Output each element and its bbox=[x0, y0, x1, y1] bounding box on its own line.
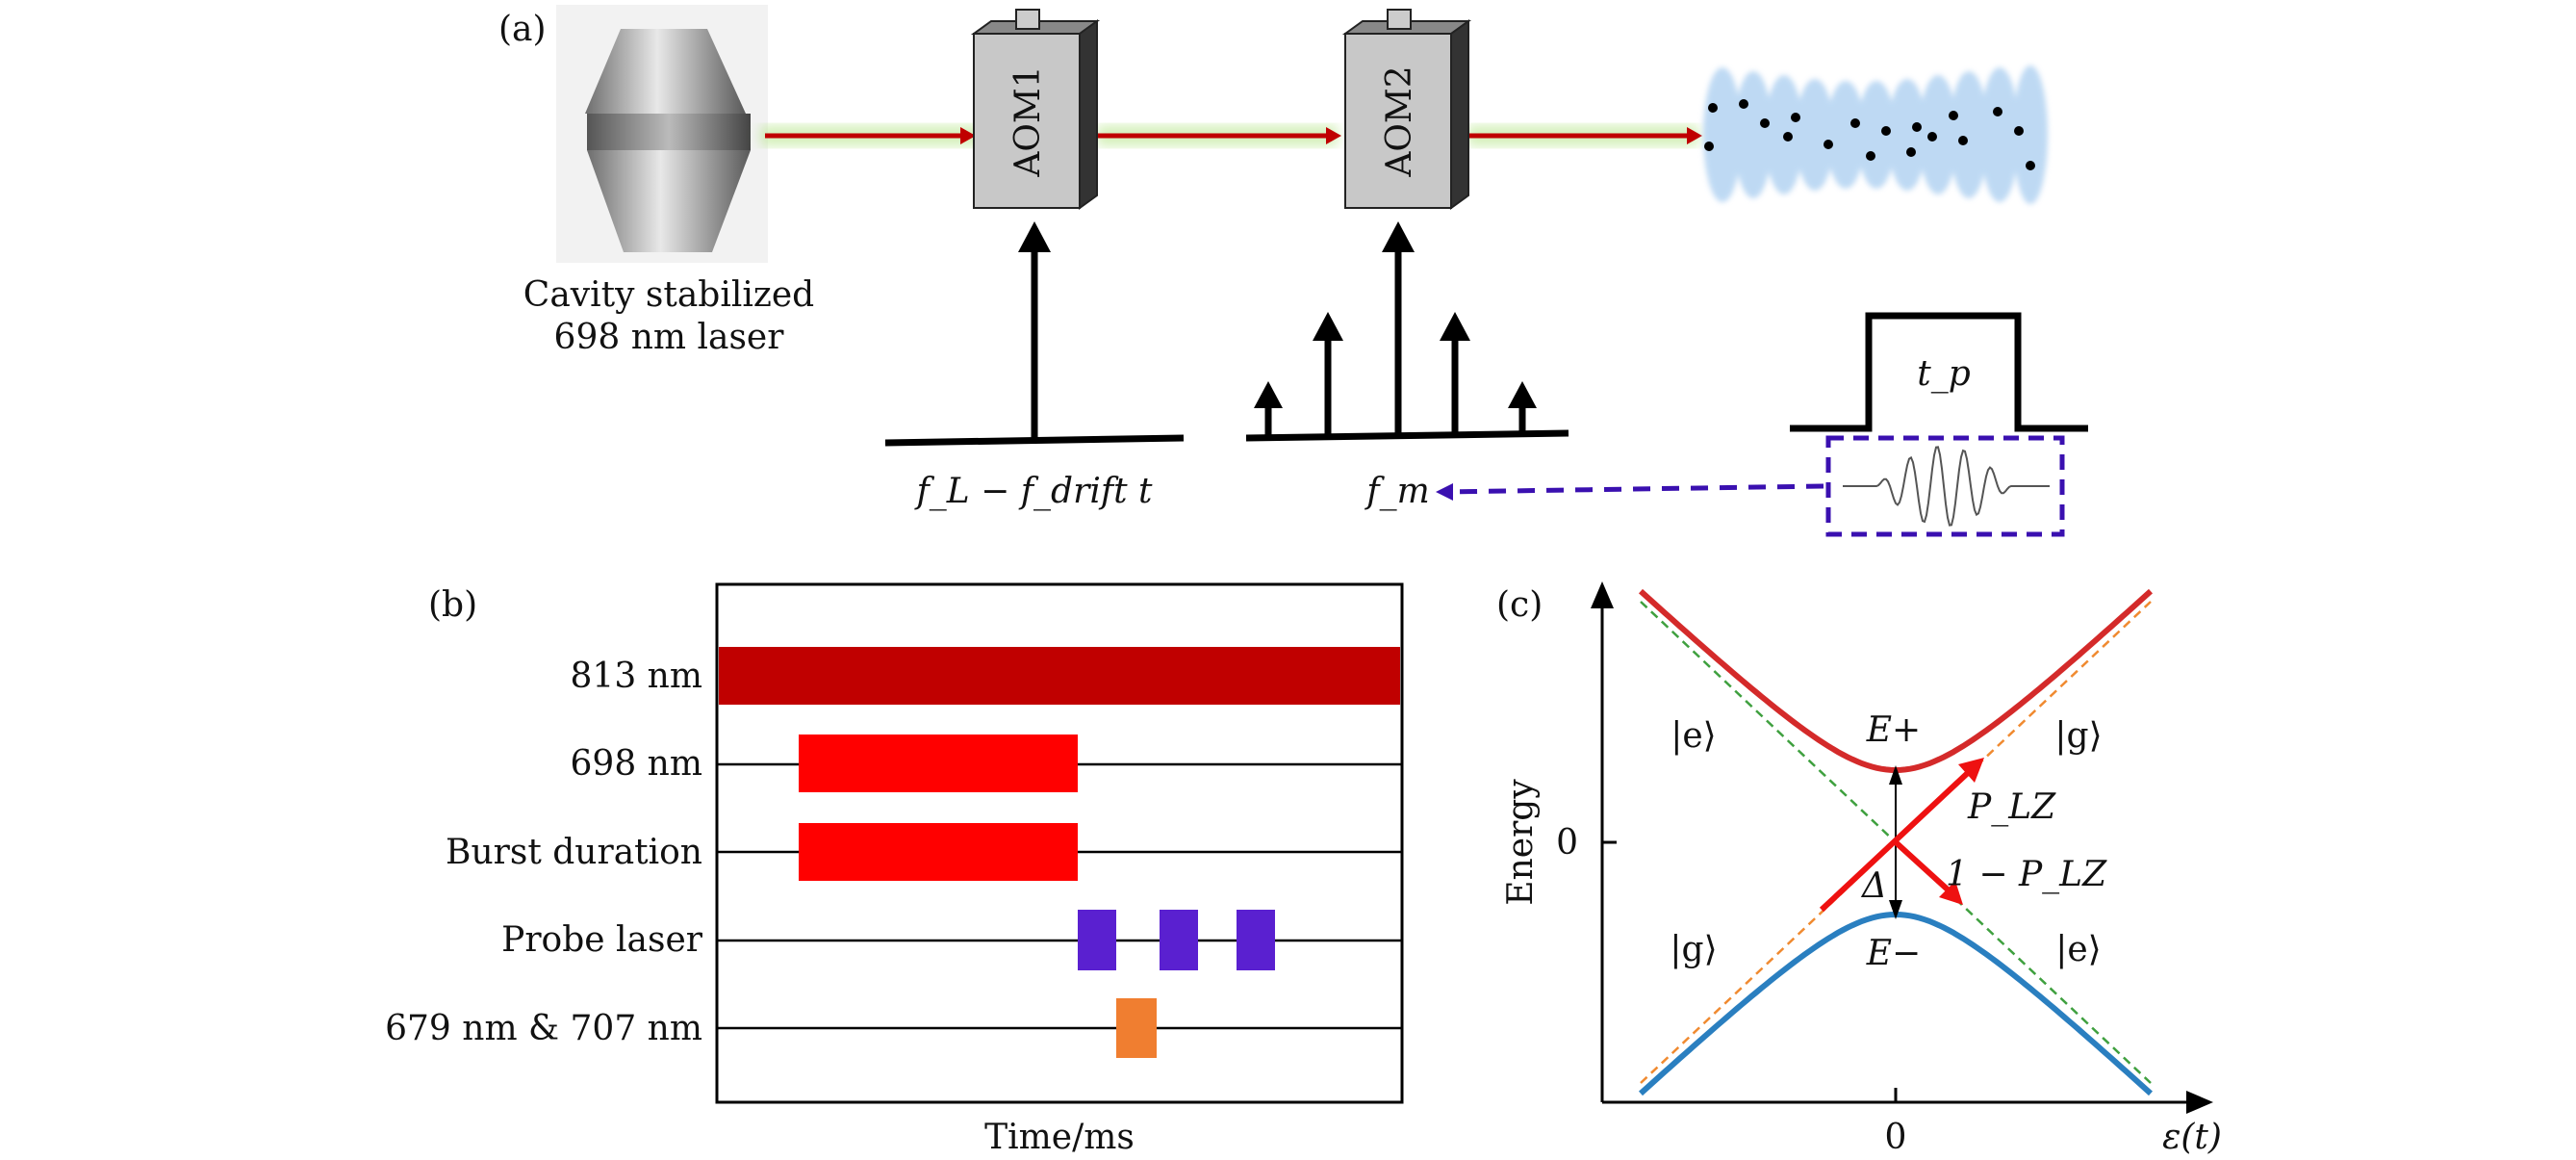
aom2-label: AOM2 bbox=[1380, 65, 1419, 177]
e-plus-label: E+ bbox=[1866, 710, 1921, 750]
gap-label: Δ bbox=[1860, 866, 1887, 906]
aom1-label: AOM1 bbox=[1008, 65, 1048, 177]
laser-beam bbox=[760, 125, 1702, 146]
row-label-repump: 679 nm & 707 nm bbox=[385, 1009, 702, 1048]
bar-repump bbox=[1116, 998, 1157, 1058]
y-axis-label: Energy bbox=[1501, 779, 1541, 906]
cavity-laser-icon bbox=[556, 5, 768, 263]
x-axis-label: ε(t) bbox=[2162, 1118, 2222, 1157]
panel-a: (a) Cavity stabilized 698 nm laser bbox=[498, 5, 2088, 537]
panel-c: (c) 0 0 Energy ε(t) E+ E− bbox=[1496, 581, 2222, 1157]
aom2-freq-label: f_m bbox=[1364, 472, 1429, 511]
panel-a-label: (a) bbox=[498, 10, 547, 49]
atom-lattice-icon bbox=[1703, 65, 2048, 204]
probe-pulse-1 bbox=[1078, 910, 1116, 970]
burst-waveform bbox=[1825, 435, 2065, 537]
pulse-label: t_p bbox=[1917, 354, 1971, 394]
lz-arrows bbox=[1819, 758, 1984, 913]
row-label-probe: Probe laser bbox=[501, 920, 703, 960]
panel-b: (b) 813 nm 698 nm Burst duration Probe l… bbox=[385, 582, 1404, 1157]
e-minus-label: E− bbox=[1866, 934, 1921, 973]
aom2-box: AOM2 bbox=[1341, 9, 1472, 210]
y-tick-0: 0 bbox=[1556, 823, 1578, 863]
state-g-left: |g⟩ bbox=[1670, 930, 1717, 969]
aom1-freq-label: f_L − f_drift t bbox=[913, 472, 1153, 511]
panel-b-label: (b) bbox=[428, 585, 477, 625]
p-lz-label: P_LZ bbox=[1967, 787, 2056, 827]
x-tick-0: 0 bbox=[1885, 1118, 1907, 1157]
panel-c-label: (c) bbox=[1496, 585, 1543, 625]
laser-caption-line2: 698 nm laser bbox=[554, 318, 785, 357]
bar-813nm bbox=[719, 647, 1400, 705]
probe-pulse-2 bbox=[1160, 910, 1198, 970]
pulse-shape bbox=[1790, 312, 2088, 432]
row-label-698: 698 nm bbox=[571, 744, 702, 784]
aom2-spectrum bbox=[1245, 221, 1569, 442]
aom1-box: AOM1 bbox=[970, 9, 1101, 210]
aom1-spectrum bbox=[884, 221, 1185, 447]
bar-698nm bbox=[799, 735, 1078, 792]
timing-frame bbox=[715, 582, 1404, 1104]
row-label-burst: Burst duration bbox=[446, 833, 702, 872]
state-g-right: |g⟩ bbox=[2054, 716, 2102, 756]
bar-burst-duration bbox=[799, 823, 1078, 881]
one-minus-p-lz-label: 1 − P_LZ bbox=[1946, 855, 2107, 894]
state-e-right: |e⟩ bbox=[2055, 930, 2101, 969]
probe-pulse-3 bbox=[1237, 910, 1275, 970]
panel-b-xlabel: Time/ms bbox=[984, 1118, 1135, 1157]
dashed-arrow bbox=[1436, 483, 1824, 501]
laser-caption-line1: Cavity stabilized bbox=[523, 275, 814, 315]
state-e-left: |e⟩ bbox=[1671, 716, 1716, 756]
row-label-813: 813 nm bbox=[571, 657, 702, 696]
